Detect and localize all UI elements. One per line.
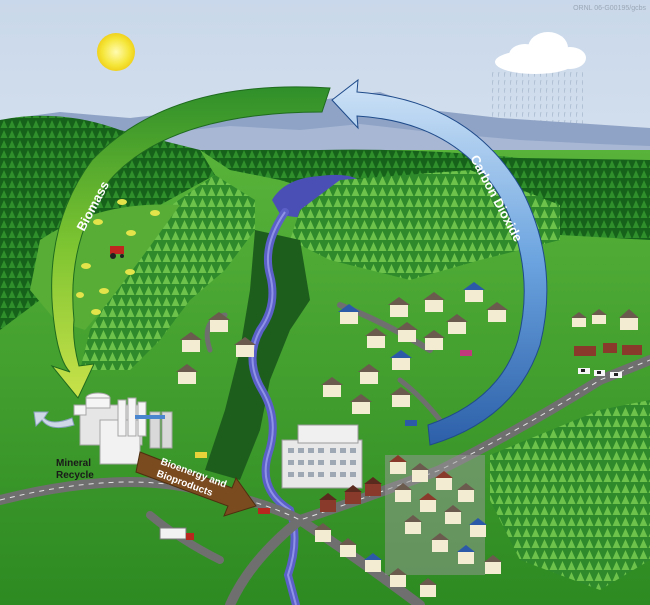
biorefinery-plant xyxy=(73,392,173,465)
credit-text: ORNL 06-G00195/gcbs xyxy=(573,5,646,12)
hay-bales xyxy=(76,199,160,315)
biomass-arrow xyxy=(50,86,331,399)
mineral-recycle-arrow-icon xyxy=(33,411,75,429)
town xyxy=(314,455,502,597)
bioenergy-arrow xyxy=(135,451,257,517)
office-building xyxy=(281,424,363,489)
houses-suburb xyxy=(321,282,508,414)
farm-buildings xyxy=(571,309,642,356)
tree-plantation-left xyxy=(80,175,255,370)
sun-icon xyxy=(97,33,135,71)
riparian-forest xyxy=(205,230,310,480)
mineral-recycle-label-line1: Mineral xyxy=(56,458,91,469)
roads xyxy=(0,302,650,605)
houses-left xyxy=(176,312,256,384)
tree-plantation-right xyxy=(290,170,560,280)
rain-cloud-icon xyxy=(488,32,586,140)
mineral-recycle-label-line2: Recycle xyxy=(56,470,94,481)
vehicles xyxy=(159,350,472,540)
carbon-dioxide-arrow xyxy=(331,78,548,446)
tractor-icon xyxy=(110,246,124,259)
tree-plantation-lower xyxy=(490,400,650,590)
cows-icon xyxy=(578,368,622,378)
